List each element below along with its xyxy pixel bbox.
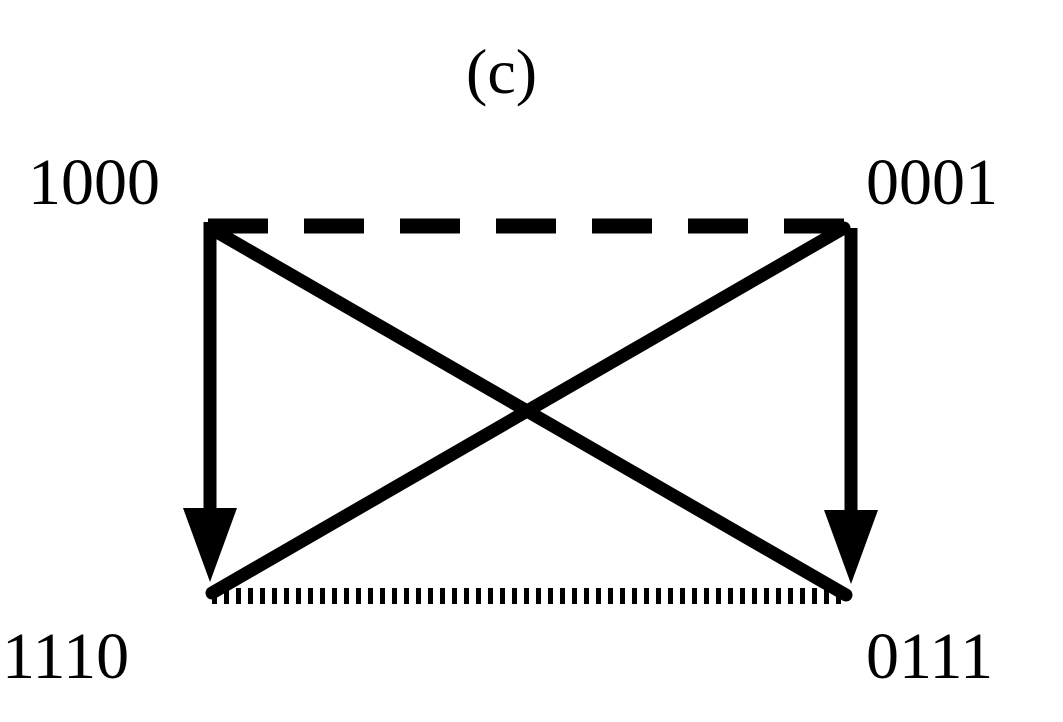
panel-label: (c) [466,36,538,107]
node-label-bottom-right: 0111 [866,620,994,693]
node-label-bottom-left: 1110 [2,620,130,693]
arrowhead-down-left-icon [183,508,237,582]
edge-0001-1110-diagonal [205,221,851,600]
node-label-top-right: 0001 [866,146,998,219]
arrowhead-down-right-icon [824,510,878,584]
node-label-top-left: 1000 [28,146,160,219]
